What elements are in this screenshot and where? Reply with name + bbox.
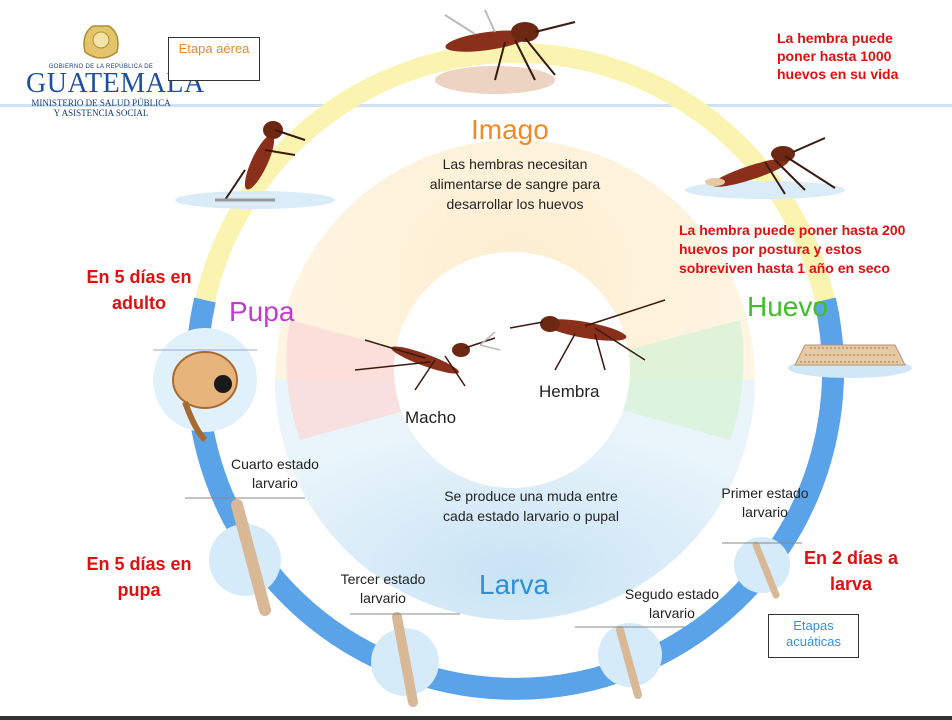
- stage-title-pupa: Pupa: [229, 296, 295, 327]
- mosquito-icon: [175, 121, 335, 209]
- note-to-adult: En 5 días en adulto: [86, 267, 192, 313]
- pupa-icon: [153, 328, 257, 443]
- mosquito-icon: [685, 137, 845, 199]
- inner-disc-bottom: [275, 380, 755, 620]
- larva-icon: [185, 497, 305, 616]
- logo-ministry-2: Y ASISTENCIA SOCIAL: [53, 108, 149, 118]
- larva-icon: [350, 612, 460, 707]
- stage-title-larva: Larva: [479, 569, 550, 600]
- stage-title-huevo: Huevo: [747, 291, 828, 322]
- female-label: Hembra: [539, 382, 600, 401]
- egg-raft-icon: [788, 344, 912, 378]
- aerial-stage-box: Etapa aérea: [168, 37, 260, 81]
- aquatic-ring-arc: [186, 297, 844, 700]
- bottom-border: [0, 716, 952, 720]
- aquatic-stage-box: Etapas acuáticas: [768, 614, 859, 658]
- second-larval-label: Segudo estado larvario: [624, 586, 720, 621]
- note-eggs-batch: La hembra puede poner hasta 200 huevos p…: [679, 222, 906, 276]
- logo-name: GUATEMALA: [26, 68, 205, 99]
- fourth-larval-label: Cuarto estado larvario: [231, 456, 319, 491]
- male-label: Macho: [405, 408, 457, 427]
- larva-description: Se produce una muda entre cada estado la…: [443, 488, 619, 524]
- note-to-pupa: En 5 días en pupa: [86, 554, 192, 600]
- note-eggs-life: La hembra puede poner hasta 1000 huevos …: [777, 30, 899, 82]
- coat-of-arms-icon: [83, 25, 119, 59]
- aerial-ring-arc: [195, 42, 835, 303]
- first-larval-label: Primer estado larvario: [721, 485, 809, 520]
- mosquito-icon: [435, 9, 576, 94]
- logo-top-line: GOBIERNO DE LA REPÚBLICA DE: [48, 64, 154, 70]
- third-larval-label: Tercer estado larvario: [340, 571, 426, 606]
- larva-icon: [575, 623, 685, 699]
- mosquito-icon: [354, 331, 501, 391]
- larva-icon: [722, 537, 802, 599]
- mosquito-icon: [509, 299, 666, 371]
- note-to-larva: En 2 días a larva: [803, 548, 899, 594]
- government-logo: GOBIERNO DE LA REPÚBLICA DE GUATEMALA MI…: [26, 22, 205, 118]
- logo-ministry-1: MINISTERIO DE SALUD PÚBLICA: [31, 98, 171, 108]
- center-circle: [394, 252, 630, 488]
- header-band: [0, 104, 952, 107]
- stage-title-imago: Imago: [471, 114, 549, 145]
- imago-description: Las hembras necesitan alimentarse de san…: [429, 156, 601, 212]
